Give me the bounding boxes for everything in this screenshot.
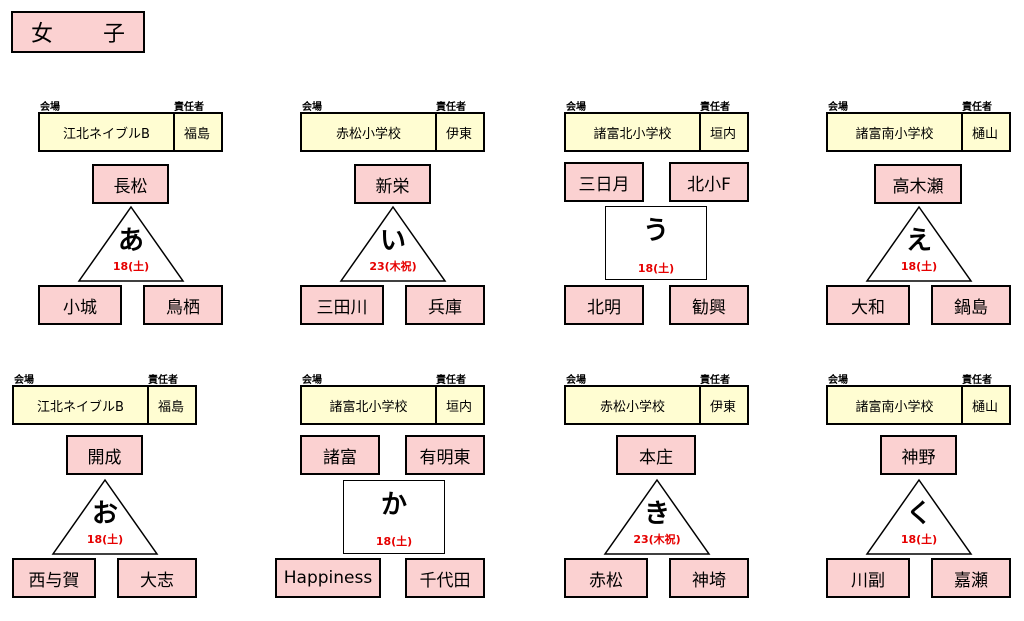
- team-bottom-left: 西与賀: [12, 558, 96, 598]
- manager-label: 責任者: [148, 375, 178, 386]
- manager-label: 責任者: [174, 102, 204, 113]
- team-bottom-right: 神埼: [669, 558, 749, 598]
- venue-label: 会場: [828, 375, 848, 386]
- team-bottom-right: 大志: [117, 558, 197, 598]
- group-a: 会場 責任者 江北ネイブルB 福島 長松 あ 18(土) 小城 鳥栖: [30, 98, 230, 348]
- group-ku: 会場 責任者 諸富南小学校 樋山 神野 く 18(土) 川副 嘉瀬: [818, 371, 1018, 621]
- group-symbol: う: [642, 216, 669, 246]
- group-e: 会場 責任者 諸富南小学校 樋山 高木瀬 え 18(土) 大和 鍋島: [818, 98, 1018, 348]
- venue-manager: 樋山: [971, 399, 998, 415]
- match-date: 23(木祝): [633, 533, 681, 546]
- match-date: 18(土): [375, 535, 413, 548]
- team-bottom-left: 小城: [38, 285, 122, 325]
- manager-label: 責任者: [436, 375, 466, 386]
- team-bottom-right: 兵庫: [405, 285, 485, 325]
- venue-name: 赤松小学校: [302, 114, 437, 150]
- venue-label: 会場: [302, 375, 322, 386]
- team-bottom-right: 鳥栖: [143, 285, 223, 325]
- team-top-right: 有明東: [405, 435, 485, 475]
- venue-manager: 垣内: [445, 399, 472, 415]
- group-symbol: い: [379, 226, 406, 256]
- match-date: 18(土): [900, 533, 938, 546]
- venue-box: 諸富北小学校 垣内: [300, 385, 485, 425]
- group-symbol: え: [905, 226, 932, 256]
- group-i: 会場 責任者 赤松小学校 伊東 新栄 い 23(木祝) 三田川 兵庫: [292, 98, 492, 348]
- venue-manager: 伊東: [709, 399, 736, 415]
- group-o: 会場 責任者 江北ネイブルB 福島 開成 お 18(土) 西与賀 大志: [4, 371, 204, 621]
- venue-label: 会場: [14, 375, 34, 386]
- venue-box: 赤松小学校 伊東: [300, 112, 485, 152]
- team-bottom-right: 嘉瀬: [931, 558, 1011, 598]
- team-bottom-right: 千代田: [405, 558, 485, 598]
- manager-label: 責任者: [436, 102, 466, 113]
- venue-manager: 伊東: [445, 126, 472, 142]
- venue-manager: 樋山: [971, 126, 998, 142]
- league-triangle: [51, 478, 159, 555]
- league-triangle: [865, 205, 973, 282]
- manager-label: 責任者: [962, 102, 992, 113]
- league-triangle: [865, 478, 973, 555]
- team-top: 長松: [92, 164, 169, 204]
- venue-label: 会場: [566, 102, 586, 113]
- manager-label: 責任者: [700, 102, 730, 113]
- team-top: 神野: [880, 435, 957, 475]
- team-top: 開成: [66, 435, 143, 475]
- league-square: [605, 206, 707, 280]
- team-top-right: 北小F: [669, 162, 749, 202]
- group-symbol: あ: [117, 226, 144, 256]
- team-top-left: 諸富: [300, 435, 380, 475]
- group-ki: 会場 責任者 赤松小学校 伊東 本庄 き 23(木祝) 赤松 神埼: [556, 371, 756, 621]
- venue-name: 諸富南小学校: [828, 114, 963, 150]
- venue-box: 諸富北小学校 垣内: [564, 112, 749, 152]
- venue-box: 諸富南小学校 樋山: [826, 385, 1011, 425]
- team-top: 新栄: [354, 164, 431, 204]
- venue-label: 会場: [828, 102, 848, 113]
- match-date: 18(土): [637, 262, 675, 275]
- match-date: 18(土): [112, 260, 150, 273]
- venue-name: 諸富北小学校: [566, 114, 701, 150]
- venue-box: 赤松小学校 伊東: [564, 385, 749, 425]
- match-date: 23(木祝): [369, 260, 417, 273]
- venue-box: 江北ネイブルB 福島: [12, 385, 197, 425]
- venue-label: 会場: [302, 102, 322, 113]
- group-ka: 会場 責任者 諸富北小学校 垣内 諸富 有明東 か 18(土) Happines…: [275, 371, 492, 621]
- venue-name: 江北ネイブルB: [40, 114, 175, 150]
- team-bottom-left: 大和: [826, 285, 910, 325]
- team-bottom-left: 赤松: [564, 558, 648, 598]
- venue-manager: 福島: [157, 399, 184, 415]
- group-symbol: く: [905, 499, 932, 529]
- team-bottom-left: 北明: [564, 285, 644, 325]
- venue-manager: 垣内: [709, 126, 736, 142]
- venue-name: 諸富南小学校: [828, 387, 963, 423]
- match-date: 18(土): [900, 260, 938, 273]
- venue-box: 江北ネイブルB 福島: [38, 112, 223, 152]
- team-bottom-right: 勧興: [669, 285, 749, 325]
- venue-label: 会場: [566, 375, 586, 386]
- manager-label: 責任者: [962, 375, 992, 386]
- match-date: 18(土): [86, 533, 124, 546]
- manager-label: 責任者: [700, 375, 730, 386]
- group-u: 会場 責任者 諸富北小学校 垣内 三日月 北小F う 18(土) 北明 勧興: [556, 98, 756, 348]
- team-bottom-left: Happiness: [275, 558, 381, 598]
- group-symbol: き: [643, 499, 670, 529]
- team-top: 本庄: [616, 435, 696, 475]
- team-top-left: 三日月: [564, 162, 644, 202]
- venue-name: 赤松小学校: [566, 387, 701, 423]
- league-square: [343, 480, 445, 554]
- team-bottom-right: 鍋島: [931, 285, 1011, 325]
- team-bottom-left: 三田川: [300, 285, 384, 325]
- venue-manager: 福島: [183, 126, 210, 142]
- venue-name: 諸富北小学校: [302, 387, 437, 423]
- team-bottom-left: 川副: [826, 558, 910, 598]
- group-symbol: お: [91, 499, 118, 529]
- venue-label: 会場: [40, 102, 60, 113]
- league-triangle: [77, 205, 185, 282]
- page-title: 女 子: [11, 11, 145, 53]
- group-symbol: か: [380, 490, 407, 520]
- team-top: 高木瀬: [874, 164, 962, 204]
- venue-name: 江北ネイブルB: [14, 387, 149, 423]
- league-triangle: [339, 205, 447, 282]
- venue-box: 諸富南小学校 樋山: [826, 112, 1011, 152]
- league-triangle: [603, 478, 711, 555]
